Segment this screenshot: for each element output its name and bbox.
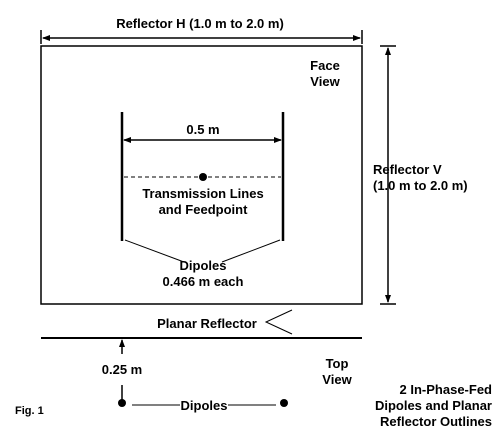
spacing-label: 0.5 m xyxy=(186,122,219,137)
reflector-v-label-1: Reflector V xyxy=(373,162,442,177)
transmission-lines-label-2: and Feedpoint xyxy=(159,202,249,217)
top-view-label-1: Top xyxy=(326,356,349,371)
dipoles-label-1: Dipoles xyxy=(180,258,227,273)
distance-label: 0.25 m xyxy=(102,362,142,377)
dipoles-label-2: 0.466 m each xyxy=(163,274,244,289)
reflector-h-label: Reflector H (1.0 m to 2.0 m) xyxy=(116,16,284,31)
dipole-leader-left xyxy=(124,239,185,263)
planar-reflector-pointer xyxy=(264,309,293,335)
dipole-top-left xyxy=(118,399,126,407)
caption-line-1: 2 In-Phase-Fed xyxy=(400,382,493,397)
reflector-v-label-2: (1.0 m to 2.0 m) xyxy=(373,178,468,193)
top-view-label-2: View xyxy=(322,372,352,387)
dipole-leader-right xyxy=(221,239,281,263)
caption-line-3: Reflector Outlines xyxy=(380,414,492,429)
fig-label: Fig. 1 xyxy=(15,405,44,417)
dipoles-top-label: Dipoles xyxy=(181,398,228,413)
reflector-face-outline xyxy=(40,45,363,305)
face-view-label-1: Face xyxy=(310,58,340,73)
caption-line-2: Dipoles and Planar xyxy=(375,398,492,413)
face-view-label-2: View xyxy=(310,74,340,89)
planar-reflector-label: Planar Reflector xyxy=(157,316,257,331)
transmission-lines-label-1: Transmission Lines xyxy=(142,186,263,201)
feedpoint-dot xyxy=(199,173,207,181)
dipole-top-right xyxy=(280,399,288,407)
